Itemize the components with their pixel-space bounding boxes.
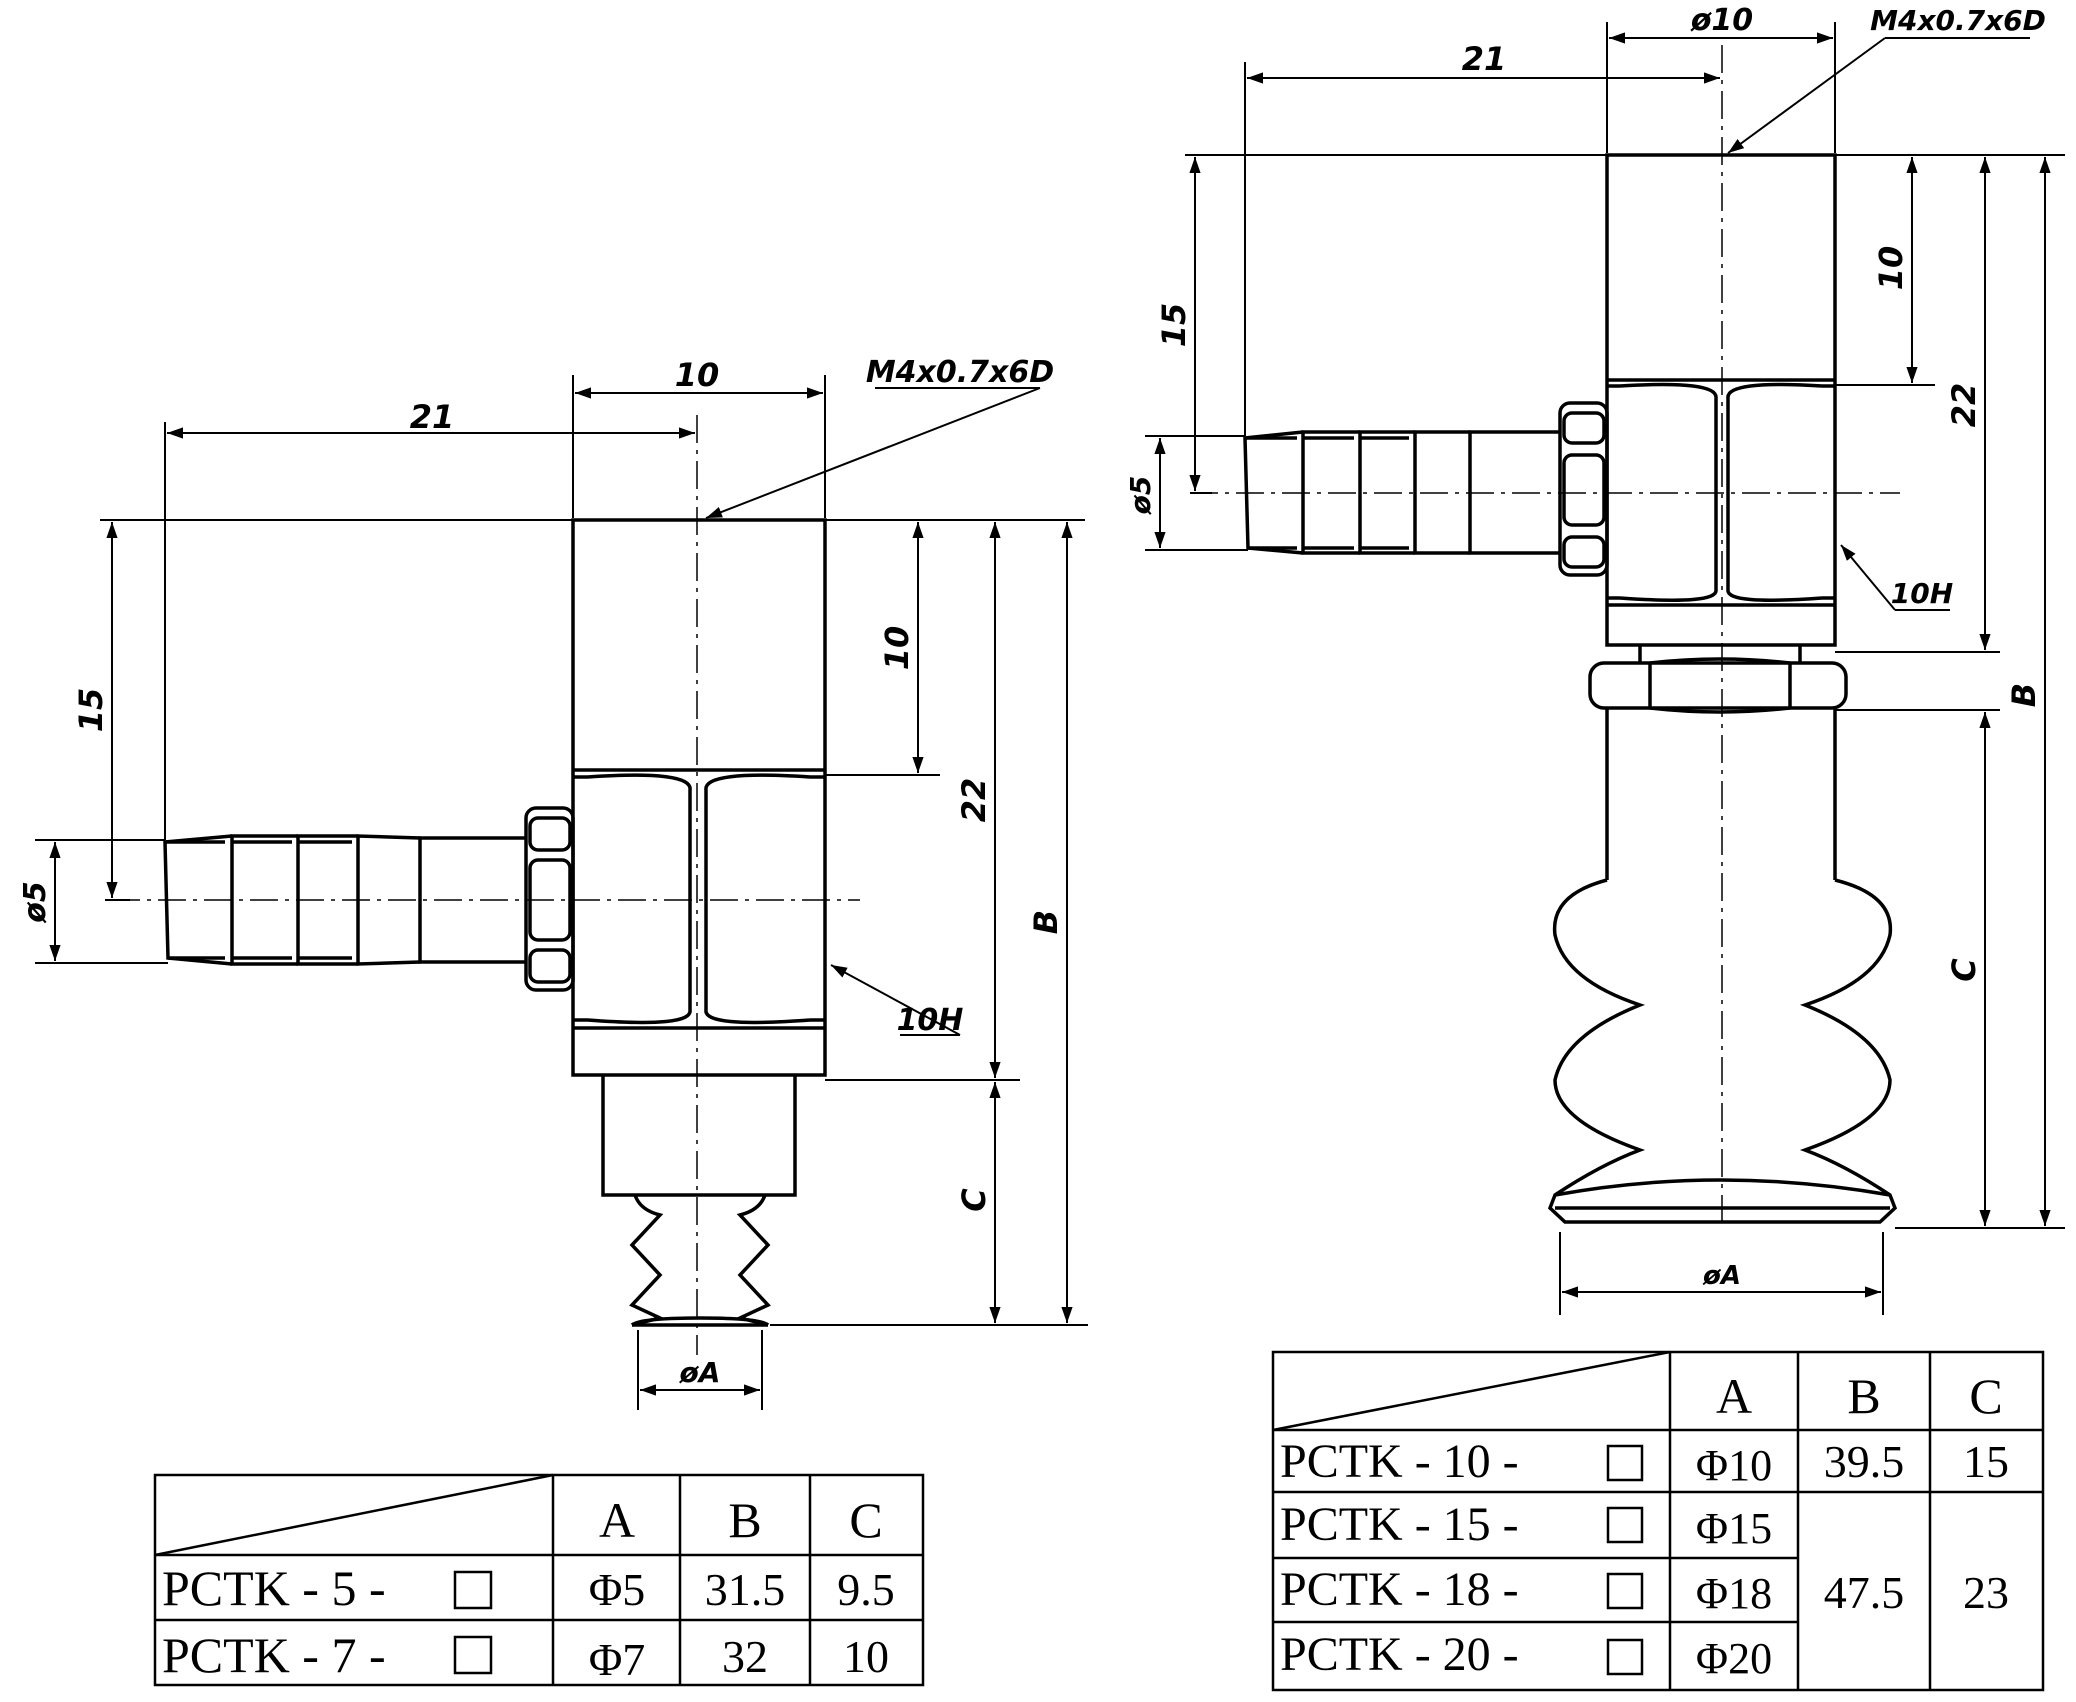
left-spec-table: A B C PCTK - 5 - Φ5 31.5 9.5 PCTK - 7 - …: [153, 1473, 925, 1687]
left-table-header-b: B: [728, 1492, 761, 1548]
left-dim-21: 21: [410, 398, 455, 436]
left-dim-b: B: [1027, 910, 1065, 934]
right-dim-15: 15: [1155, 303, 1193, 348]
right-table-header-c: C: [1969, 1368, 2002, 1424]
left-suction-cup: [601, 1075, 797, 1327]
right-table-merged-c: 23: [1963, 1567, 2009, 1618]
right-table-row-1-c: 15: [1963, 1436, 2009, 1487]
right-table-row-4-model: PCTK - 20 -: [1280, 1628, 1519, 1681]
right-spec-table: A B C PCTK - 10 - Φ10 39.5 15 PCTK - 15 …: [1271, 1350, 2045, 1692]
left-table-row-1-c: 9.5: [837, 1564, 895, 1615]
right-table-row-1-b: 39.5: [1824, 1436, 1905, 1487]
left-dim-15: 15: [72, 688, 110, 733]
left-table-row-2-c: 10: [843, 1631, 889, 1682]
right-table-row-1-a: Φ10: [1696, 1441, 1772, 1490]
right-table-row-3-model: PCTK - 18 -: [1280, 1563, 1519, 1616]
right-extension-lines: [1145, 22, 2065, 1315]
right-dim-dia-5: ø5: [1124, 476, 1157, 516]
left-dim-10-height: 10: [878, 626, 916, 671]
right-suction-cup: [1547, 714, 1898, 1224]
right-table-row-1-model: PCTK - 10 -: [1280, 1435, 1519, 1488]
right-dimension-texts: ø10 M4x0.7x6D 21 15 10 22 B C ø5 10H øA: [1124, 3, 2046, 1291]
right-dim-dia-a: øA: [1702, 1261, 1741, 1291]
right-table-header-a: A: [1716, 1368, 1752, 1424]
right-table-row-3-a: Φ18: [1696, 1569, 1772, 1618]
left-table-header-a: A: [599, 1492, 635, 1548]
right-view: ø10 M4x0.7x6D 21 15 10 22 B C ø5 10H øA: [1124, 3, 2065, 1692]
right-thread-callout: M4x0.7x6D: [1870, 4, 2046, 37]
right-dim-21: 21: [1462, 40, 1507, 78]
right-lock-nut: [1588, 645, 1848, 714]
left-table-row-1-a: Φ5: [589, 1564, 646, 1615]
right-barb-fitting: [1243, 401, 1609, 577]
left-barb-fitting: [163, 806, 575, 992]
right-dim-c: C: [1945, 958, 1983, 982]
right-table-merged-b: 47.5: [1824, 1567, 1905, 1618]
right-table-row-4-a: Φ20: [1696, 1634, 1772, 1683]
left-table-row-1-model: PCTK - 5 -: [162, 1560, 386, 1616]
right-table-header-b: B: [1847, 1368, 1880, 1424]
left-dim-22: 22: [955, 778, 993, 823]
right-dim-22: 22: [1945, 383, 1983, 428]
left-body: [571, 518, 827, 1077]
left-dim-dia-a: øA: [679, 1356, 721, 1389]
right-body: [1605, 153, 1837, 647]
left-dim-dia-5: ø5: [18, 881, 53, 923]
left-dimension-lines: [49, 387, 1073, 1396]
left-extension-lines: [35, 375, 1088, 1410]
right-table-row-2-model: PCTK - 15 -: [1280, 1498, 1519, 1551]
right-table-row-2-a: Φ15: [1696, 1504, 1772, 1553]
left-table-header-c: C: [849, 1492, 882, 1548]
left-table-row-1-b: 31.5: [705, 1564, 786, 1615]
right-dim-dia-10: ø10: [1690, 3, 1753, 38]
right-dim-b: B: [2005, 683, 2043, 707]
left-table-row-2-b: 32: [722, 1631, 768, 1682]
right-hex-10h: 10H: [1891, 577, 1953, 610]
right-dim-10-height: 10: [1872, 246, 1910, 291]
left-dim-c: C: [955, 1188, 993, 1212]
left-table-row-2-model: PCTK - 7 -: [162, 1627, 386, 1683]
right-dimension-lines: [1154, 32, 2051, 1298]
left-thread-callout: M4x0.7x6D: [866, 355, 1054, 390]
left-dimension-texts: 21 10 M4x0.7x6D 15 10 22 B C ø5 10H øA: [18, 355, 1065, 1389]
left-table-row-2-a: Φ7: [589, 1634, 646, 1685]
left-view: 21 10 M4x0.7x6D 15 10 22 B C ø5 10H øA: [18, 355, 1088, 1687]
left-dim-10-width: 10: [675, 356, 720, 394]
left-hex-10h: 10H: [897, 1003, 964, 1038]
